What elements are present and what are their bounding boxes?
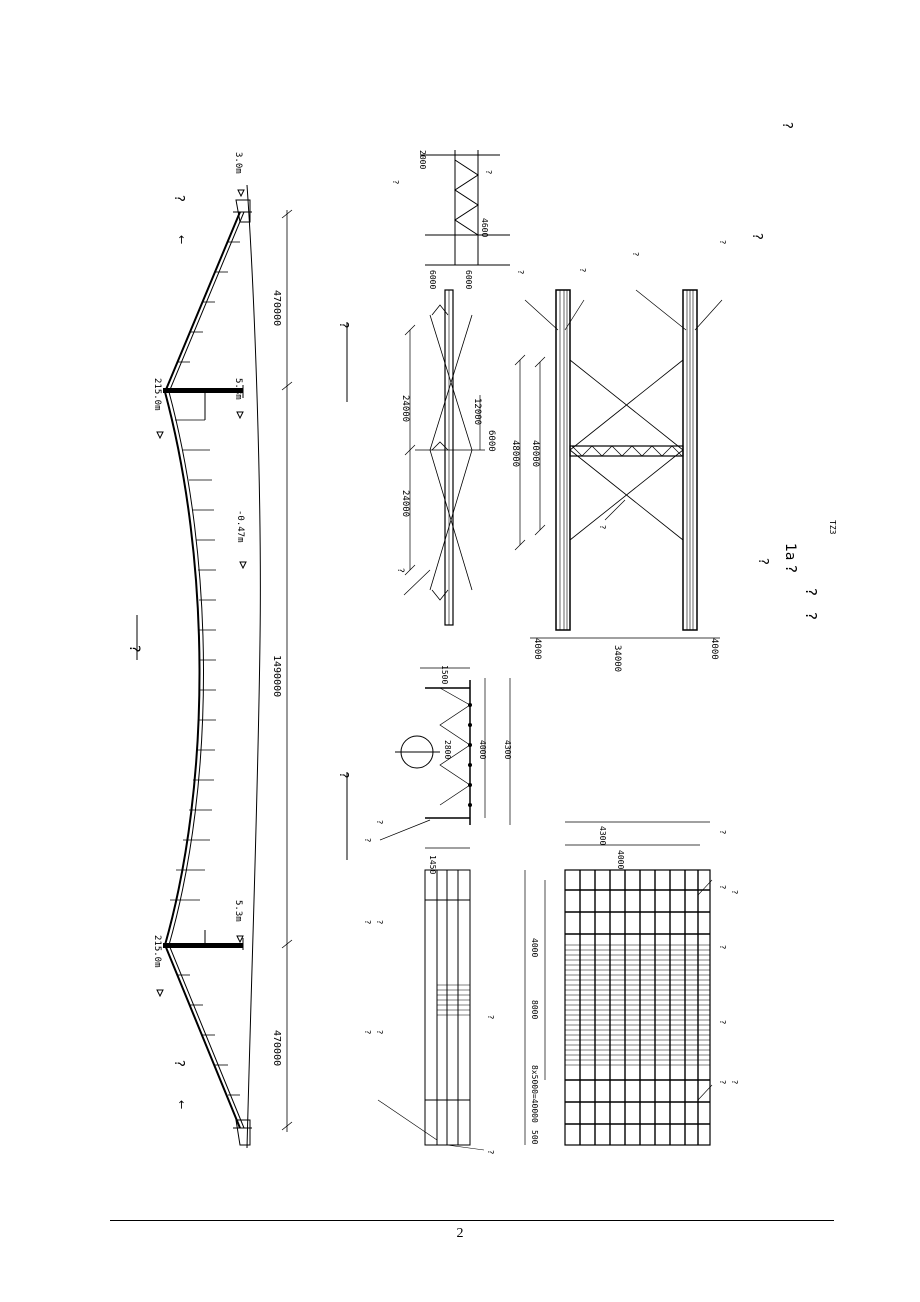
xsec-dim-1500: 1500 [440,665,449,684]
direction-arrow-right-icon: ← [175,235,188,244]
page-number: 2 [456,1226,464,1241]
title-subtitle: ? [755,558,770,565]
net-label-11: ? [718,1020,727,1024]
damper-dim-2: 24000 [400,490,410,517]
title-line-3: ? [802,612,820,620]
gantry-label-frame: ? [391,180,400,184]
damper-dim-4: 6000 [486,430,496,452]
plan-view: 48000 40000 4000 34000 4000 ? ? ? ? ? [510,240,727,672]
gantry-dim-2000: 2000 [418,150,427,169]
plan-dim-40000: 40000 [530,440,540,467]
plan-cross-bracing [569,359,684,541]
gantry-dim-6000-b: 6000 [464,270,473,289]
damper-dim-1: 24000 [400,395,410,422]
cross-section-detail: ? 1500 2800 4000 4300 ? ? [337,665,512,860]
level-tower-right: 215.0m [152,378,162,411]
plan-label-2: ? [578,268,587,272]
net-narrow-strip [424,869,471,1146]
net-label-12: ? [718,1080,727,1084]
footer-rule [110,1220,834,1221]
xsec-dim-4300: 4300 [503,740,512,759]
net-label-3: ? [363,1030,372,1034]
xsec-label-angle: ? [375,820,384,824]
direction-arrow-left-icon: ← [175,1100,188,1109]
direction-label-left: ? [171,1060,186,1067]
gantry-dim-4600: 4600 [480,218,489,237]
deck-line [246,184,261,1149]
xsec-dim-2800: 2800 [443,740,452,759]
xsec-dim-4000: 4000 [478,740,487,759]
side-span-struts [178,241,240,1096]
tower-right [163,385,244,420]
net-label-7: ? [718,830,727,834]
net-label-2: ? [375,920,384,924]
tower-left [163,930,244,950]
xsec-label-post: ? [363,838,372,842]
level-pier-right: 5.3m [233,378,243,400]
net-dim-4300: 4300 [598,826,607,845]
gantry-label-catwalk: ? [484,170,493,174]
catwalk-cable [163,211,241,1129]
level-anchor-right: 3.0m [233,152,243,174]
title-line-2: ? [802,588,820,596]
cross-section-title: ? [337,772,351,778]
drawing-code: TZ3 [828,520,837,535]
damper-label-cable: ? [395,568,405,573]
elevation-title: ? [126,645,142,652]
hanger-lines [170,419,216,901]
gantry-dim-6000-a: 6000 [428,270,437,289]
plan-dim-4000-right: 4000 [709,638,719,660]
net-dim-4000-side: 4000 [530,938,539,957]
elevation-dimension-line [281,209,293,1132]
net-dim-1450: 1450 [428,855,437,874]
net-label-10: ? [718,945,727,949]
gantry-detail [420,150,510,266]
level-tower-left: 215.0m [152,935,162,968]
drawing-number: 1a [782,543,798,561]
title-line-1: ? [782,565,800,573]
net-label-6: ? [486,1150,495,1154]
net-dense-mesh [565,944,710,1066]
level-markers [156,189,247,998]
anchorage-right [233,199,252,223]
net-label-4: ? [375,1030,384,1034]
plan-dim-48000: 48000 [510,440,520,467]
plan-label-1: ? [516,270,525,274]
dim-left-side-span: 470000 [271,1030,282,1066]
net-grid-columns [579,870,699,1145]
notes-heading: ? [749,233,764,240]
direction-label-right: ? [171,195,186,202]
dim-main-span: 1490000 [271,655,282,697]
plan-dim-4000-left: 4000 [532,638,542,660]
damper-detail: ? 24000 24000 12000 6000 ? [337,150,510,626]
net-label-9: ? [730,890,739,894]
title-block: 1a ? ? ? ? TZ3 [755,520,837,620]
plan-cross-truss [569,445,684,457]
plan-label-5: ? [598,525,607,529]
net-dim-8x5000: 8x5000=40000 [530,1065,539,1123]
damper-dim-3: 12000 [472,398,482,425]
anchorage-left [233,1119,252,1146]
notes-text: ? [779,122,794,129]
net-label-8: ? [718,885,727,889]
net-dim-8000: 8000 [530,1000,539,1019]
net-label-5: ? [486,1015,495,1019]
net-grid-rows [565,889,710,1125]
dim-right-side-span: 470000 [271,290,282,326]
net-label-1: ? [363,920,372,924]
net-label-13: ? [730,1080,739,1084]
plan-dim-34000: 34000 [612,645,622,672]
damper-detail-title: ? [337,322,351,328]
net-detail: 1450 4000 4300 4000 8000 8x5000=40000 50… [363,821,739,1154]
notes-block: ? ? [749,122,794,240]
plan-label-3: ? [631,252,640,256]
net-dim-4000-top: 4000 [616,850,625,869]
level-mid-span: -0.47m [235,510,245,543]
plan-label-4: ? [718,240,727,244]
level-pier-left: 5.3m [233,900,243,922]
catwalk-cable-inner [168,211,245,1129]
net-dim-500: 500 [530,1130,539,1145]
elevation-view: ? 470000 1490000 470000 215.0m 215.0m -0… [126,152,293,1149]
